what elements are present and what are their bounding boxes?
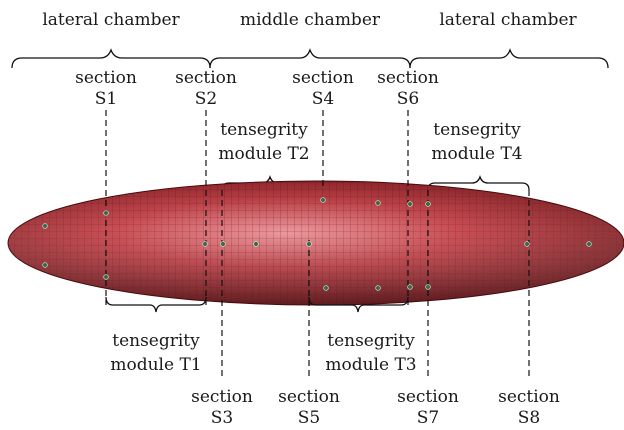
module-t4-brace [427,174,530,191]
section-s6-id: S6 [397,89,419,109]
right-chamber-brace [409,48,609,69]
middle-chamber-label: middle chamber [240,10,381,30]
module-t3-brace [308,296,409,313]
section-s8-id: S8 [518,408,540,428]
hull-nodes [42,197,592,291]
module-t1-brace [105,296,207,313]
left-lateral-chamber-label: lateral chamber [42,10,180,30]
module-t4-line1: tensegrity [433,120,521,140]
section-s7-id: S7 [417,408,439,428]
section-s2-id: S2 [195,89,217,109]
section-s5-id: S5 [298,408,320,428]
section-s7-word: section [397,387,459,407]
right-lateral-chamber-label: lateral chamber [439,10,577,30]
section-s5-word: section [278,387,340,407]
module-t1-line1: tensegrity [112,331,200,351]
module-t3-line2: module T3 [325,355,416,375]
module-t2-line1: tensegrity [220,120,308,140]
section-s1-word: section [75,68,137,88]
middle-chamber-brace [209,48,411,69]
module-t4-line2: module T4 [431,144,522,164]
airship-hull [7,180,624,306]
module-t1-line2: module T1 [110,355,201,375]
section-s3-word: section [191,387,253,407]
left-chamber-brace [11,48,211,69]
module-t3-line1: tensegrity [327,331,415,351]
section-s8-word: section [498,387,560,407]
section-s4-word: section [292,68,354,88]
section-s2-word: section [175,68,237,88]
section-s4-id: S4 [312,89,334,109]
section-s3-id: S3 [211,408,233,428]
section-s6-word: section [377,68,439,88]
section-s1-id: S1 [95,89,117,109]
module-t2-line2: module T2 [218,144,309,164]
